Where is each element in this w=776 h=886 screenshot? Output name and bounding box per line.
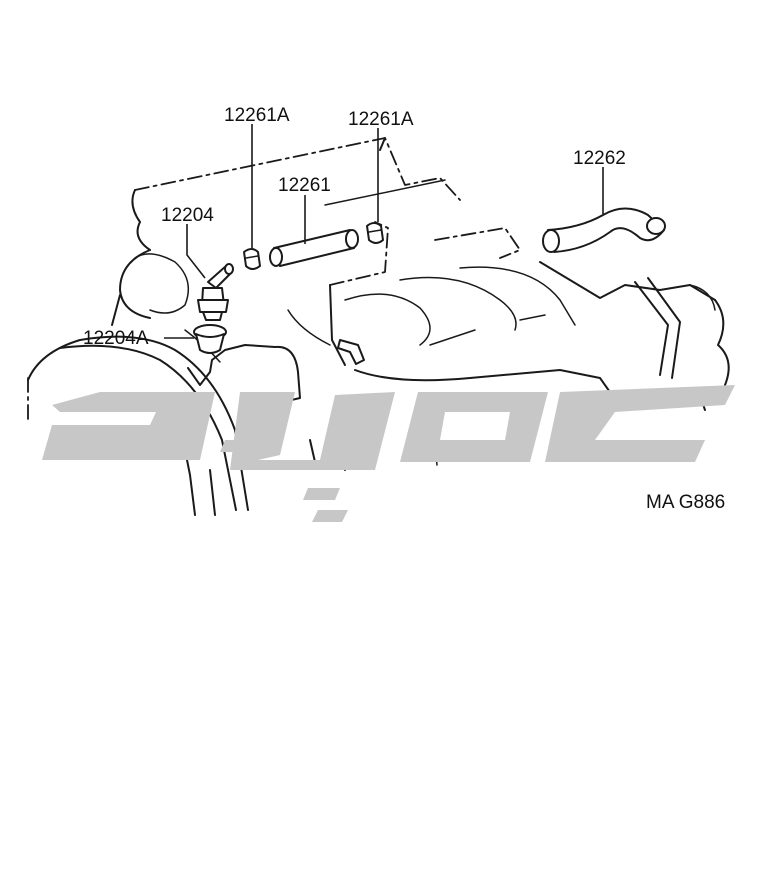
callout-label: 12204A: [83, 328, 149, 349]
watermark-logo: [42, 385, 735, 522]
engine-outline: [27, 137, 730, 516]
hose-12261: [269, 229, 359, 267]
clip-12261a-right: [366, 222, 384, 244]
callout-label: 12261A: [348, 109, 414, 130]
pcv-valve-12204: [197, 263, 234, 321]
callout-label: 12262: [573, 148, 626, 169]
fitting: [337, 339, 365, 365]
grommet-12204a: [193, 324, 227, 354]
callout-label: 12261A: [224, 105, 290, 126]
figure-code: MA G886: [646, 492, 725, 513]
hose-12262: [542, 207, 666, 253]
callout-label: 12261: [278, 175, 331, 196]
leader-lines: [164, 124, 604, 339]
callout-label: 12204: [161, 205, 214, 226]
clip-12261a-left: [243, 248, 261, 270]
